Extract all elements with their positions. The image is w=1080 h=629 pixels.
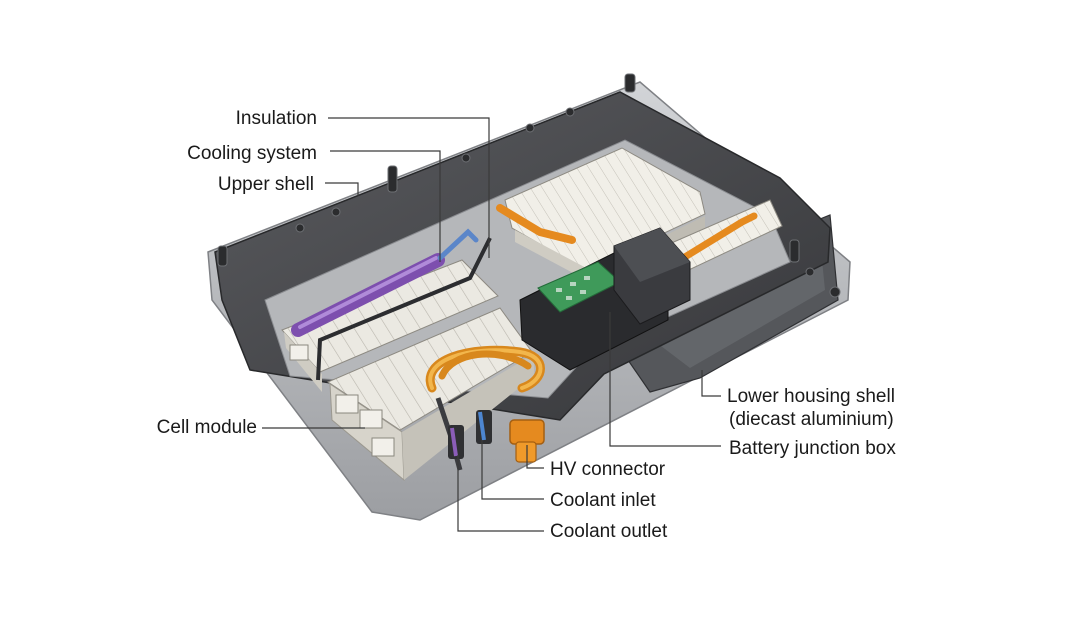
leader-coolant-inlet	[481, 440, 544, 500]
leader-junction-box	[609, 312, 721, 447]
leader-cooling-system	[330, 150, 441, 262]
leader-lines	[262, 117, 721, 532]
leader-lower-housing	[701, 370, 721, 397]
rim-bolts	[217, 73, 841, 298]
hv-cables	[425, 204, 758, 393]
label-insulation: Insulation	[235, 108, 317, 129]
hv-connector	[509, 419, 545, 463]
coolant-ports	[448, 410, 492, 459]
label-lower-housing-line2: (diecast aluminium)	[729, 409, 894, 430]
label-hv-connector: HV connector	[550, 459, 666, 480]
label-cell-module: Cell module	[156, 417, 257, 438]
leader-hv-connector	[526, 445, 544, 469]
label-cooling-system: Cooling system	[187, 143, 317, 164]
cooling-pipes	[316, 237, 492, 381]
label-lower-housing-line1: Lower housing shell	[727, 386, 895, 407]
label-coolant-inlet: Coolant inlet	[550, 490, 656, 511]
label-coolant-outlet: Coolant outlet	[550, 521, 668, 542]
leader-upper-shell	[325, 182, 359, 196]
battery-junction-box	[519, 227, 691, 371]
leader-coolant-outlet	[457, 455, 544, 532]
leader-insulation	[328, 117, 490, 258]
label-battery-junction-box: Battery junction box	[729, 438, 896, 459]
label-upper-shell: Upper shell	[217, 174, 314, 195]
